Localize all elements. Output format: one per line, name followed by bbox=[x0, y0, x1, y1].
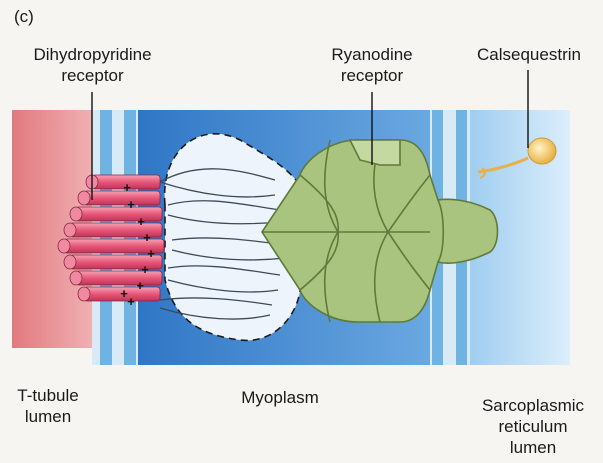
ttubule-label-line2: lumen bbox=[8, 406, 88, 427]
ttubule-membrane-stripe bbox=[124, 110, 136, 365]
ryr-label-line1: Ryanodine bbox=[322, 44, 422, 65]
panel-label: (c) bbox=[14, 6, 34, 27]
dhp-charge-symbol: + bbox=[127, 294, 135, 309]
sr-label-line1: Sarcoplasmic bbox=[468, 395, 598, 416]
sr-label-line3: lumen bbox=[468, 437, 598, 458]
dhp-cylinder-cap bbox=[78, 287, 90, 301]
dhp-cylinder bbox=[76, 207, 162, 221]
ttubule-label: T-tubule lumen bbox=[8, 385, 88, 427]
dhp-cylinder-cap bbox=[58, 239, 70, 253]
dhp-charge-symbol: + bbox=[136, 278, 144, 293]
dhp-charge-symbol: + bbox=[123, 180, 131, 195]
dhp-cylinder-cap bbox=[78, 191, 90, 205]
dhp-charge-symbol: + bbox=[120, 286, 128, 301]
sr-label-line2: reticulum bbox=[468, 416, 598, 437]
dhp-cylinder bbox=[84, 191, 160, 205]
myoplasm-label: Myoplasm bbox=[220, 387, 340, 408]
dhp-charge-symbol: + bbox=[127, 197, 135, 212]
ryr-label-line2: receptor bbox=[322, 65, 422, 86]
dhp-cylinder-cap bbox=[64, 223, 76, 237]
dhp-label-line1: Dihydropyridine bbox=[20, 44, 165, 65]
ryr-label: Ryanodine receptor bbox=[322, 44, 422, 86]
calsequestrin-label: Calsequestrin bbox=[460, 44, 598, 65]
ttubule-label-line1: T-tubule bbox=[8, 385, 88, 406]
dhp-cylinder bbox=[76, 271, 162, 285]
sr-label: Sarcoplasmic reticulum lumen bbox=[468, 395, 598, 458]
dhp-charge-symbol: + bbox=[137, 214, 145, 229]
dhp-cylinder-cap bbox=[70, 271, 82, 285]
dhp-label: Dihydropyridine receptor bbox=[20, 44, 165, 86]
dhp-label-line2: receptor bbox=[20, 65, 165, 86]
dhp-charge-symbol: + bbox=[143, 230, 151, 245]
dhp-cylinder-cap bbox=[64, 255, 76, 269]
ttubule-membrane-stripe bbox=[100, 110, 112, 365]
dhp-charge-symbol: + bbox=[147, 246, 155, 261]
dhp-cylinder-cap bbox=[70, 207, 82, 221]
dhp-charge-symbol: + bbox=[141, 262, 149, 277]
